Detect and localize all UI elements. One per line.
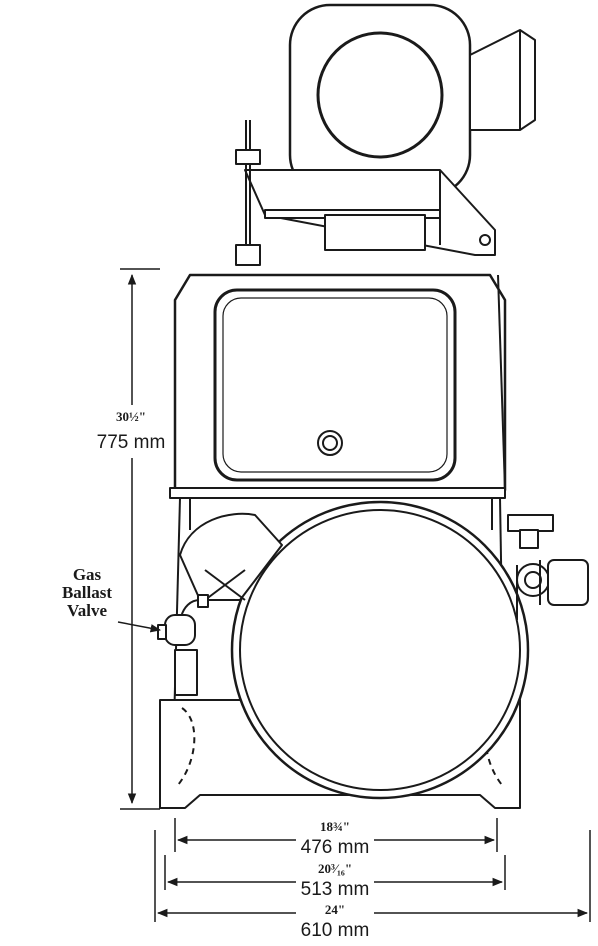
motor-end-cap	[316, 31, 444, 159]
width-outer-metric-label: 610 mm	[300, 920, 370, 941]
height-dimension	[120, 268, 160, 810]
motor	[288, 3, 536, 197]
callout-line-2: Ballast	[61, 583, 113, 602]
callout-leader	[117, 621, 162, 633]
pump-cylinder	[230, 500, 530, 800]
motor-mount-bracket	[244, 169, 496, 256]
sight-glass-window	[213, 288, 457, 482]
oil-case	[169, 273, 507, 499]
width-dimensions	[154, 818, 591, 922]
bracket-pivot	[479, 234, 491, 246]
height-imperial-label: 30½"	[116, 409, 146, 424]
width-mid-imperial-label: 20³⁄₁₆"	[317, 861, 353, 876]
callout-line-1: Gas	[72, 565, 102, 584]
height-metric-label: 775 mm	[96, 432, 166, 453]
oil-fill-port-outer	[317, 430, 343, 456]
width-inner-imperial-label: 18¾"	[320, 819, 350, 834]
belt-tension-rod	[235, 120, 261, 266]
intake-fitting	[507, 514, 589, 620]
callout-line-3: Valve	[67, 601, 107, 620]
upper-housing-flange	[169, 487, 506, 499]
width-mid-metric-label: 513 mm	[300, 879, 370, 900]
oil-fill-port-inner	[322, 435, 338, 451]
width-outer-imperial-label: 24"	[324, 902, 346, 917]
gas-ballast-valve-callout: Gas Ballast Valve	[52, 566, 122, 620]
exhaust-elbow	[179, 512, 283, 601]
gas-ballast-valve	[157, 594, 238, 696]
motor-junction-box	[469, 29, 536, 131]
width-inner-metric-label: 476 mm	[300, 837, 370, 858]
